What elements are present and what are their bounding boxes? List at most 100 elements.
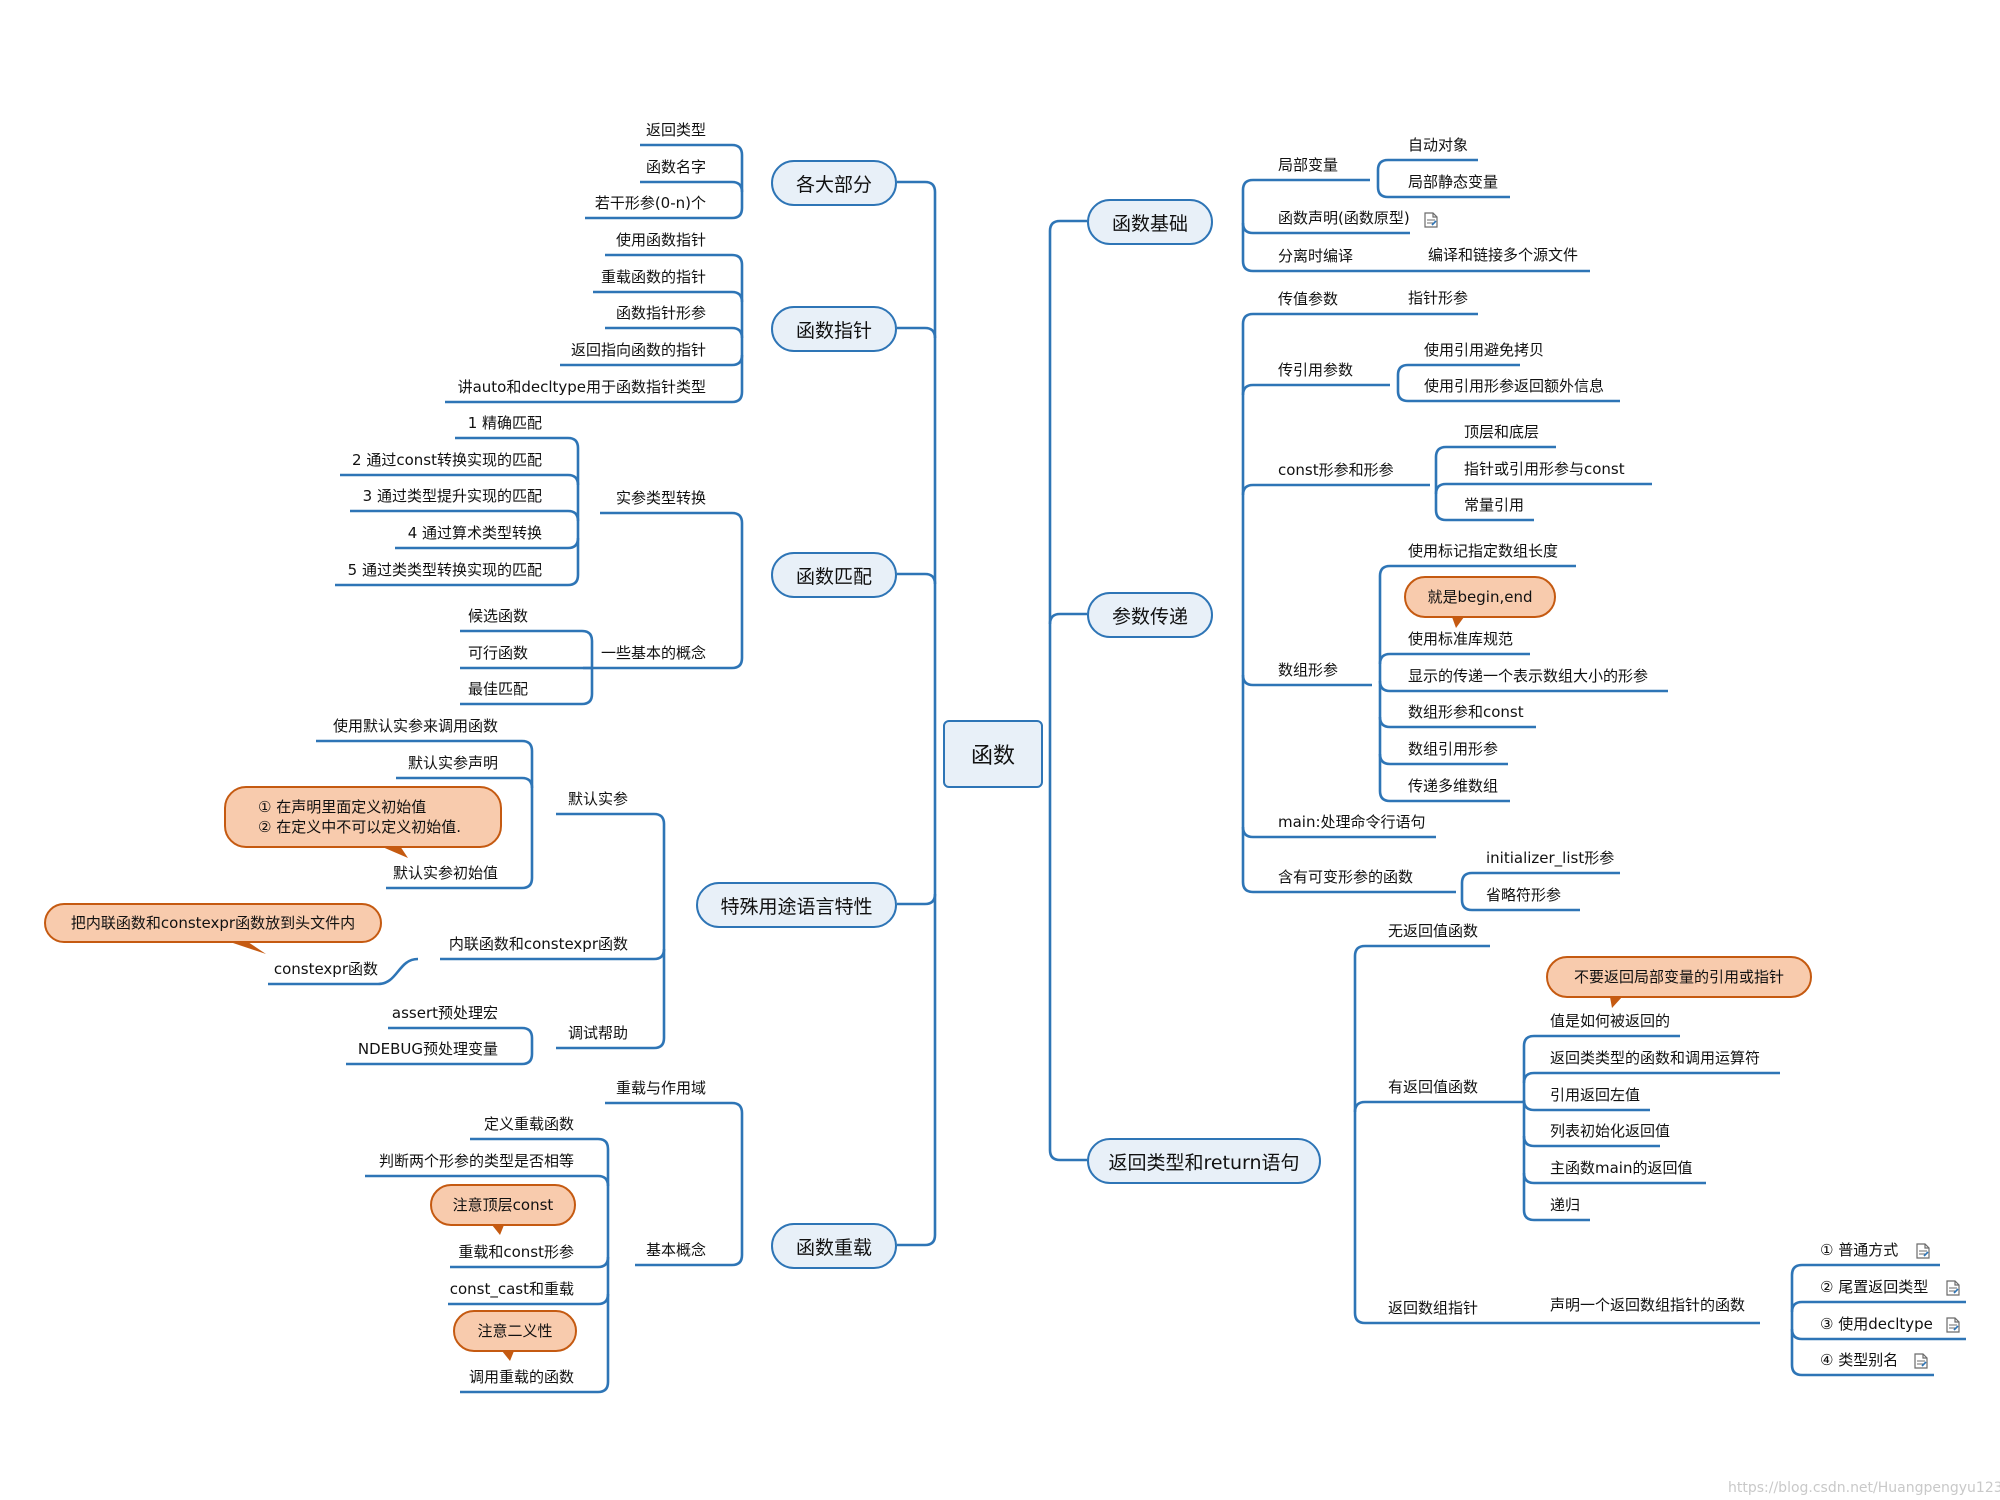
sub-default-args[interactable]: 默认实参 [567, 790, 628, 808]
leaf-fp-param[interactable]: 函数指针形参 [615, 304, 706, 322]
leaf-param-type-equal[interactable]: 判断两个形参的类型是否相等 [378, 1152, 574, 1170]
leaf-return-type[interactable]: 返回类型 [645, 121, 706, 139]
leaf-default-init[interactable]: 默认实参初始值 [392, 864, 498, 882]
callout-default-line1: ① 在声明里面定义初始值 [258, 797, 427, 816]
sub-debug-help[interactable]: 调试帮助 [567, 1024, 628, 1042]
leaf-define-overload[interactable]: 定义重载函数 [483, 1115, 574, 1133]
ov-basic-link [574, 1174, 610, 1187]
leaf-class-return-call[interactable]: 返回类类型的函数和调用运算符 [1550, 1049, 1761, 1067]
leaf-const-conv[interactable]: 2 通过const转换实现的匹配 [352, 451, 542, 469]
leaf-ref-lvalue[interactable]: 引用返回左值 [1550, 1086, 1641, 1104]
branch-function-match[interactable]: 函数匹配 [771, 552, 897, 598]
watermark: https://blog.csdn.net/Huangpengyu123 [1728, 1480, 2000, 1496]
leaf-main-return[interactable]: 主函数main的返回值 [1550, 1159, 1693, 1177]
leaf-candidate[interactable]: 候选函数 [467, 607, 528, 625]
note-icon[interactable] [1946, 1280, 1960, 1296]
leaf-viable[interactable]: 可行函数 [467, 644, 528, 662]
leaf-class-conv[interactable]: 5 通过类类型转换实现的匹配 [347, 561, 542, 579]
sub-variadic[interactable]: 含有可变形参的函数 [1278, 868, 1414, 886]
leaf-use-default[interactable]: 使用默认实参来调用函数 [332, 717, 498, 735]
leaf-const-cast[interactable]: const_cast和重载 [449, 1280, 574, 1298]
callout-default-init[interactable]: ① 在声明里面定义初始值 ② 在定义中不可以定义初始值. [224, 786, 502, 848]
sub-pass-by-ref[interactable]: 传引用参数 [1278, 361, 1354, 379]
leaf-assert[interactable]: assert预处理宏 [391, 1004, 498, 1022]
leaf-ellipsis[interactable]: 省略符形参 [1486, 886, 1562, 904]
special-link [632, 1037, 666, 1050]
leaf-marker-length[interactable]: 使用标记指定数组长度 [1408, 542, 1559, 560]
leaf-ptr-ref-const[interactable]: 指针或引用形参与const [1464, 460, 1625, 478]
root-topic[interactable]: 函数 [943, 720, 1043, 788]
callout-begin-end[interactable]: 就是begin,end [1404, 576, 1556, 618]
sub-pass-by-value[interactable]: 传值参数 [1278, 290, 1339, 308]
leaf-best-match[interactable]: 最佳匹配 [467, 680, 528, 698]
sub-separate-compile[interactable]: 分离时编译 [1278, 247, 1354, 265]
callout-no-local-ref[interactable]: 不要返回局部变量的引用或指针 [1546, 956, 1812, 998]
note-icon[interactable] [1946, 1317, 1960, 1333]
branch-return[interactable]: 返回类型和return语句 [1087, 1138, 1321, 1184]
leaf-trailing-return[interactable]: ② 尾置返回类型 [1820, 1278, 1929, 1296]
sub-has-return-value[interactable]: 有返回值函数 [1388, 1078, 1479, 1096]
sub-main-cmdline[interactable]: main:处理命令行语句 [1278, 813, 1426, 831]
leaf-static-local[interactable]: 局部静态变量 [1408, 173, 1499, 191]
leaf-auto-decltype-fp[interactable]: 讲auto和decltype用于函数指针类型 [457, 378, 706, 396]
leaf-recursion[interactable]: 递归 [1550, 1196, 1581, 1214]
leaf-call-overload[interactable]: 调用重载的函数 [468, 1368, 574, 1386]
leaf-return-fp[interactable]: 返回指向函数的指针 [570, 341, 706, 359]
leaf-const-ref[interactable]: 常量引用 [1464, 496, 1525, 514]
leaf-type-alias[interactable]: ④ 类型别名 [1820, 1351, 1899, 1369]
callout-ambiguity[interactable]: 注意二义性 [453, 1310, 577, 1352]
leaf-array-const[interactable]: 数组形参和const [1408, 703, 1524, 721]
leaf-top-low-level[interactable]: 顶层和底层 [1464, 423, 1540, 441]
leaf-array-ref[interactable]: 数组引用形参 [1408, 740, 1499, 758]
sub-local-vars[interactable]: 局部变量 [1278, 156, 1339, 174]
callout-inline-header[interactable]: 把内联函数和constexpr函数放到头文件内 [44, 903, 382, 943]
leaf-function-name[interactable]: 函数名字 [645, 158, 706, 176]
leaf-promotion[interactable]: 3 通过类型提升实现的匹配 [362, 487, 542, 505]
callout-toplevel-const[interactable]: 注意顶层const [430, 1184, 576, 1226]
leaf-auto-object[interactable]: 自动对象 [1408, 136, 1469, 154]
sub-array-params[interactable]: 数组形参 [1278, 661, 1339, 679]
leaf-use-decltype[interactable]: ③ 使用decltype [1820, 1315, 1933, 1333]
array-link [1378, 680, 1408, 693]
leaf-multidim-array[interactable]: 传递多维数组 [1408, 777, 1499, 795]
leaf-ref-avoid-copy[interactable]: 使用引用避免拷贝 [1424, 341, 1545, 359]
leaf-pointer-param[interactable]: 指针形参 [1408, 289, 1469, 307]
leaf-explicit-size[interactable]: 显示的传递一个表示数组大小的形参 [1408, 667, 1649, 685]
leaf-ref-extra-info[interactable]: 使用引用形参返回额外信息 [1424, 377, 1605, 395]
sub-func-decl[interactable]: 函数声明(函数原型) [1278, 209, 1410, 227]
leaf-arith-conv[interactable]: 4 通过算术类型转换 [407, 524, 542, 542]
leaf-how-returned[interactable]: 值是如何被返回的 [1550, 1012, 1671, 1030]
leaf-parameters[interactable]: 若干形参(0-n)个 [594, 194, 706, 212]
branch-function-pointer[interactable]: 函数指针 [771, 306, 897, 352]
leaf-list-init-return[interactable]: 列表初始化返回值 [1550, 1122, 1671, 1140]
leaf-stdlib-convention[interactable]: 使用标准库规范 [1408, 630, 1514, 648]
sub-overload-basic[interactable]: 基本概念 [645, 1241, 706, 1259]
branch-special-features[interactable]: 特殊用途语言特性 [696, 882, 897, 928]
sub-return-array-ptr[interactable]: 返回数组指针 [1388, 1299, 1479, 1317]
sub-const-params[interactable]: const形参和形参 [1278, 461, 1394, 479]
branch-parts[interactable]: 各大部分 [771, 160, 897, 206]
leaf-initializer-list[interactable]: initializer_list形参 [1486, 849, 1615, 867]
leaf-overload-fp[interactable]: 重载函数的指针 [600, 268, 706, 286]
note-icon[interactable] [1424, 212, 1438, 228]
branch-overload[interactable]: 函数重载 [771, 1223, 897, 1269]
sub-no-return-value[interactable]: 无返回值函数 [1388, 922, 1479, 940]
branch-params[interactable]: 参数传递 [1087, 592, 1213, 638]
sub-basic-concepts[interactable]: 一些基本的概念 [600, 644, 706, 662]
leaf-use-fp[interactable]: 使用函数指针 [615, 231, 706, 249]
leaf-constexpr[interactable]: constexpr函数 [273, 960, 378, 978]
leaf-declare-arrptr-func[interactable]: 声明一个返回数组指针的函数 [1550, 1296, 1746, 1314]
params-link [1241, 383, 1278, 396]
sub-inline-constexpr[interactable]: 内联函数和constexpr函数 [448, 935, 628, 953]
leaf-exact-match[interactable]: 1 精确匹配 [467, 414, 542, 432]
sub-overload-scope[interactable]: 重载与作用域 [615, 1079, 706, 1097]
note-icon[interactable] [1916, 1243, 1930, 1259]
leaf-ndebug[interactable]: NDEBUG预处理变量 [357, 1040, 498, 1058]
leaf-default-decl[interactable]: 默认实参声明 [407, 754, 498, 772]
leaf-compile-link[interactable]: 编译和链接多个源文件 [1428, 246, 1579, 264]
branch-basics[interactable]: 函数基础 [1087, 199, 1213, 245]
leaf-overload-const[interactable]: 重载和const形参 [458, 1243, 574, 1261]
leaf-normal-way[interactable]: ① 普通方式 [1820, 1241, 1899, 1259]
note-icon[interactable] [1914, 1353, 1928, 1369]
sub-arg-conversion[interactable]: 实参类型转换 [615, 489, 706, 507]
